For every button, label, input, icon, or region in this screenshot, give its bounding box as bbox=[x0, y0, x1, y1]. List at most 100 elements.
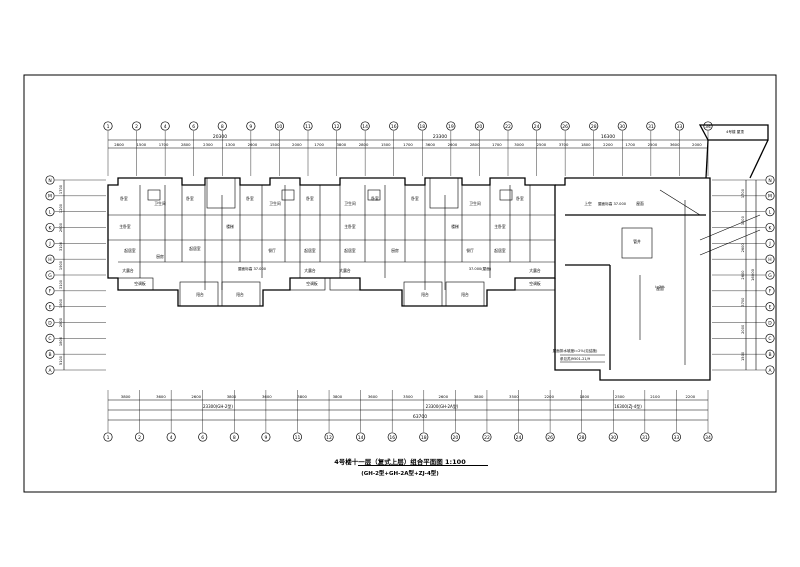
room-label-19: 卧室 bbox=[371, 196, 379, 201]
axis-bubble-top-22-circle bbox=[503, 121, 513, 131]
room-label-28: 起居室 bbox=[494, 248, 506, 253]
dim-bottom-seg-6: 3800 bbox=[333, 394, 343, 399]
dim-left-seg-1: 1200 bbox=[59, 203, 63, 213]
dim-bottom-seg-16: 2200 bbox=[686, 394, 696, 399]
axis-bubble-bottom-1: 1 bbox=[107, 435, 110, 441]
axis-bubble-left-A-circle bbox=[45, 365, 55, 375]
axis-bubble-bottom-8: 8 bbox=[233, 435, 236, 441]
room-label-37: 上空 bbox=[584, 201, 592, 206]
axis-bubble-top-6: 6 bbox=[192, 124, 195, 130]
axis-bubble-top-18: 18 bbox=[419, 124, 425, 130]
dim-bottom-sub-0: 23300(GH-2型) bbox=[203, 403, 233, 409]
axis-bubble-left-N: N bbox=[48, 178, 51, 184]
dim-right-seg-2: 2600 bbox=[741, 243, 745, 253]
axis-bubble-top-31: 31 bbox=[648, 124, 654, 130]
axis-bubble-top-26: 26 bbox=[562, 124, 568, 130]
axis-bubble-top-11-circle bbox=[303, 121, 313, 131]
dim-top-seg-14: 3600 bbox=[425, 142, 435, 147]
room-label-16: 大露台 bbox=[304, 268, 316, 273]
axis-bubble-left-A: A bbox=[48, 368, 52, 374]
room-labels: 卧室卫生间卧室主卧室起居室起居室厨房大露台阳台阳台楼梯卧室卫生间卧室餐厅起居室大… bbox=[119, 196, 664, 297]
dim-right-seg-6: 1500 bbox=[741, 351, 745, 361]
room-label-12: 卫生间 bbox=[269, 201, 281, 206]
axis-bubble-top-30-circle bbox=[617, 121, 627, 131]
axis-bubble-left-B-circle bbox=[45, 349, 55, 359]
dim-right-total: 16000 bbox=[750, 268, 755, 281]
axis-bubble-bottom-30: 30 bbox=[610, 435, 616, 441]
axis-bubble-bottom-9-circle bbox=[261, 432, 271, 442]
note-slab-level: 37.000(屋面) bbox=[469, 266, 492, 271]
axis-bubble-top-34-circle bbox=[703, 121, 713, 131]
axis-bubble-top-16: 16 bbox=[391, 124, 397, 130]
axis-bubble-left-C-circle bbox=[45, 333, 55, 343]
dim-bottom-sub-2: 16300(ZJ-4型) bbox=[614, 403, 642, 409]
dim-right-seg-4: 3700 bbox=[741, 297, 745, 307]
axis-bubble-top-9: 9 bbox=[249, 124, 252, 130]
dim-left-seg-6: 1800 bbox=[59, 298, 63, 308]
axis-bubble-top-11: 11 bbox=[305, 124, 311, 130]
axis-bubble-left-C: C bbox=[48, 336, 51, 342]
dim-top-seg-6: 2600 bbox=[248, 142, 258, 147]
dim-bottom-seg-3: 3800 bbox=[227, 394, 237, 399]
room-label-38: 屋面 bbox=[656, 286, 664, 291]
axis-bubble-bottom-31-circle bbox=[640, 432, 650, 442]
note-tag: 4号楼 屋顶 bbox=[726, 129, 744, 134]
dim-bottom-seg-14: 2500 bbox=[615, 394, 625, 399]
axis-bubble-bottom-24-circle bbox=[513, 432, 524, 442]
note-ref: 参见苏J9501-21/9 bbox=[560, 356, 591, 361]
room-label-1: 卫生间 bbox=[154, 201, 166, 206]
axis-bubble-top-10: 10 bbox=[277, 124, 283, 130]
axis-bubble-bottom-30-circle bbox=[608, 432, 618, 442]
axis-bubble-right-A-circle bbox=[765, 365, 775, 375]
dim-bottom-total: 63700 bbox=[413, 414, 427, 420]
dim-bottom-seg-13: 1800 bbox=[580, 394, 590, 399]
axis-bubble-right-K-circle bbox=[765, 222, 775, 233]
dim-top-seg-1: 1500 bbox=[136, 142, 146, 147]
axis-bubble-bottom-34: 34 bbox=[705, 435, 711, 441]
axis-bubble-right-A: A bbox=[768, 368, 772, 374]
axis-bubble-right-M-circle bbox=[765, 191, 775, 201]
axis-bubble-left-L-circle bbox=[45, 207, 55, 217]
axis-bubble-left-K-circle bbox=[45, 222, 55, 233]
axis-bubble-right-C-circle bbox=[765, 333, 775, 343]
axis-bubble-right-J-circle bbox=[765, 238, 775, 248]
axis-bubble-top-20-circle bbox=[474, 121, 484, 131]
axis-bubble-top-9-circle bbox=[246, 121, 256, 131]
axis-bubble-top-24-circle bbox=[532, 121, 542, 131]
axis-bubble-left-E: E bbox=[49, 304, 52, 310]
axis-bubble-right-G-circle bbox=[765, 270, 775, 280]
room-label-36: 屋面 bbox=[636, 201, 644, 206]
dim-left-seg-7: 2800 bbox=[59, 317, 63, 327]
dim-top-seg-9: 1700 bbox=[314, 142, 324, 147]
axis-bubble-bottom-33: 33 bbox=[674, 435, 680, 441]
axis-bubble-bottom-4-circle bbox=[166, 432, 176, 442]
axis-bubble-bottom-9: 9 bbox=[264, 435, 267, 441]
axis-bubble-bottom-6: 6 bbox=[201, 435, 204, 441]
dim-bottom-seg-7: 3600 bbox=[368, 394, 378, 399]
dim-top-seg-21: 1800 bbox=[581, 142, 591, 147]
axis-bubble-right-N: N bbox=[768, 178, 771, 184]
axis-bubble-left-B: B bbox=[48, 352, 51, 358]
axis-bubble-bottom-33-circle bbox=[671, 432, 681, 442]
axis-bubble-left-H: H bbox=[48, 257, 51, 263]
dim-right-seg-0: 1700 bbox=[741, 188, 745, 198]
axis-bubble-right-H: H bbox=[768, 257, 771, 263]
interior-partitions bbox=[108, 177, 761, 365]
axis-bubble-top-14-circle bbox=[360, 121, 370, 131]
axis-bubble-left-F-circle bbox=[45, 286, 55, 296]
axis-bubble-left-N-circle bbox=[45, 175, 55, 185]
axis-bubble-top-28: 28 bbox=[591, 124, 597, 130]
dim-left-seg-0: 1700 bbox=[59, 184, 63, 194]
room-label-39: 管井 bbox=[633, 239, 641, 244]
dim-right-seg-3: 2600 bbox=[741, 270, 745, 280]
axis-bubble-bottom-22-circle bbox=[482, 432, 492, 442]
room-label-18: 卫生间 bbox=[344, 201, 356, 206]
axis-bubble-left-F: F bbox=[49, 289, 52, 295]
axis-bubble-bottom-12-circle bbox=[324, 432, 334, 442]
axis-bubble-bottom-12: 12 bbox=[326, 435, 332, 441]
axis-bubble-right-L: L bbox=[769, 209, 772, 215]
